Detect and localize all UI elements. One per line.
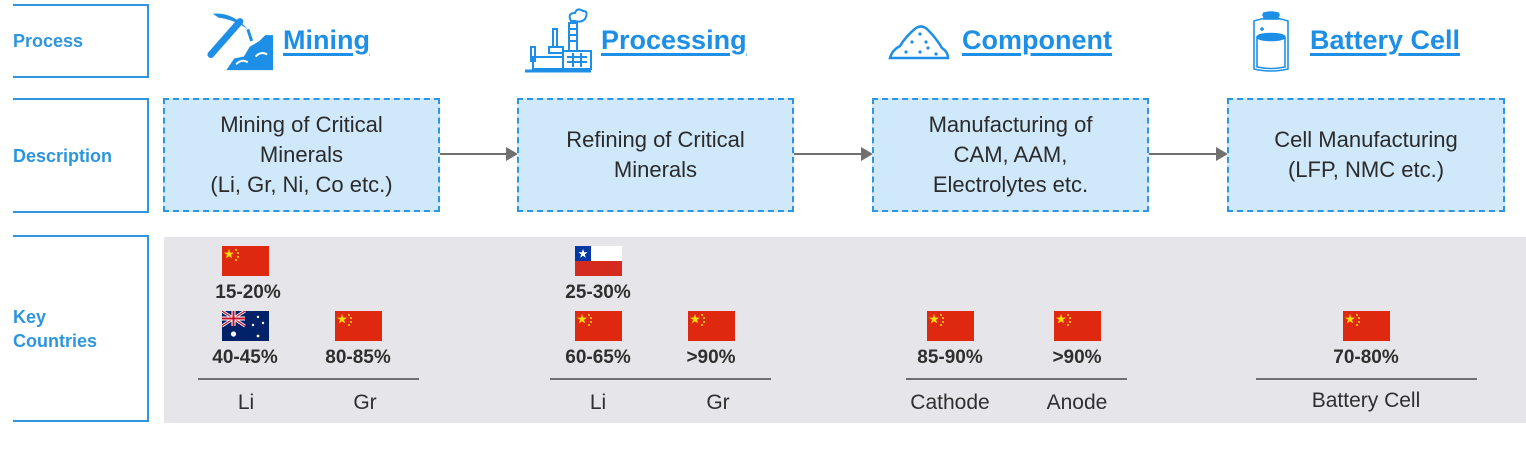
australia-flag-icon [222,311,269,341]
description-line: (Li, Gr, Ni, Co etc.) [210,172,393,197]
description-line: Refining of Critical [566,127,745,152]
material-label: Gr [353,391,377,414]
material-label: Anode [1046,391,1108,414]
share-value: 60-65% [565,347,631,368]
stage-component: Component [884,0,1112,80]
row-label-process-text: Process [13,31,84,51]
row-label-process: Process [13,4,149,78]
divider-line [1256,378,1477,380]
china-flag-icon [575,311,622,341]
powder-pile-icon [884,5,954,75]
description-line: Manufacturing of [928,112,1093,137]
row-label-description-text: Description [13,145,113,166]
share-value: 85-90% [917,347,983,368]
share-value: >90% [1052,347,1102,368]
battery-icon [1240,5,1302,75]
chile-flag-icon [575,246,622,276]
description-line: Mining of Critical [220,112,383,137]
row-label-key-countries-text: Key Countries [13,306,98,351]
factory-icon [523,5,593,75]
material-label: Li [237,391,255,414]
pickaxe-icon [205,5,275,75]
share-value: 40-45% [212,347,278,368]
china-flag-icon [688,311,735,341]
share-value: 25-30% [565,282,631,303]
stage-processing: Processing [523,0,747,80]
stage-title-processing[interactable]: Processing [601,24,747,55]
divider-line [550,378,771,380]
china-flag-icon [927,311,974,341]
material-label: Battery Cell [1311,389,1421,412]
stage-battery-cell: Battery Cell [1240,0,1460,80]
share-value: >90% [686,347,736,368]
row-label-description: Description [13,98,149,213]
share-value: 80-85% [325,347,391,368]
row-label-key-countries: Key Countries [13,235,149,422]
china-flag-icon [1343,311,1390,341]
stage-mining: Mining [205,0,370,80]
china-flag-icon [335,311,382,341]
description-box-component: Manufacturing of CAM, AAM, Electrolytes et… [872,98,1149,212]
description-box-battery-cell: Cell Manufacturing (LFP, NMC etc.) [1227,98,1505,212]
flow-arrow [1149,147,1228,161]
divider-line [198,378,419,380]
china-flag-icon [222,246,269,276]
description-line: (LFP, NMC etc.) [1287,157,1445,182]
divider-line [906,378,1127,380]
stage-title-mining[interactable]: Mining [283,24,370,55]
key-countries-panel [164,237,1526,423]
flow-arrow [794,147,873,161]
share-value: 70-80% [1333,347,1399,368]
stage-title-battery-cell[interactable]: Battery Cell [1310,24,1461,55]
flow-arrow [440,147,518,161]
share-value: 15-20% [215,282,281,303]
description-line: CAM, AAM, [953,142,1068,167]
description-line: Cell Manufacturing [1274,127,1458,152]
description-line: Minerals [259,142,344,167]
china-flag-icon [1054,311,1101,341]
description-line: Electrolytes etc. [932,172,1089,197]
material-label: Cathode [910,391,990,414]
stage-title-component[interactable]: Component [962,24,1112,55]
description-line: Minerals [613,157,698,182]
material-label: Gr [706,391,730,414]
material-label: Li [589,391,607,414]
